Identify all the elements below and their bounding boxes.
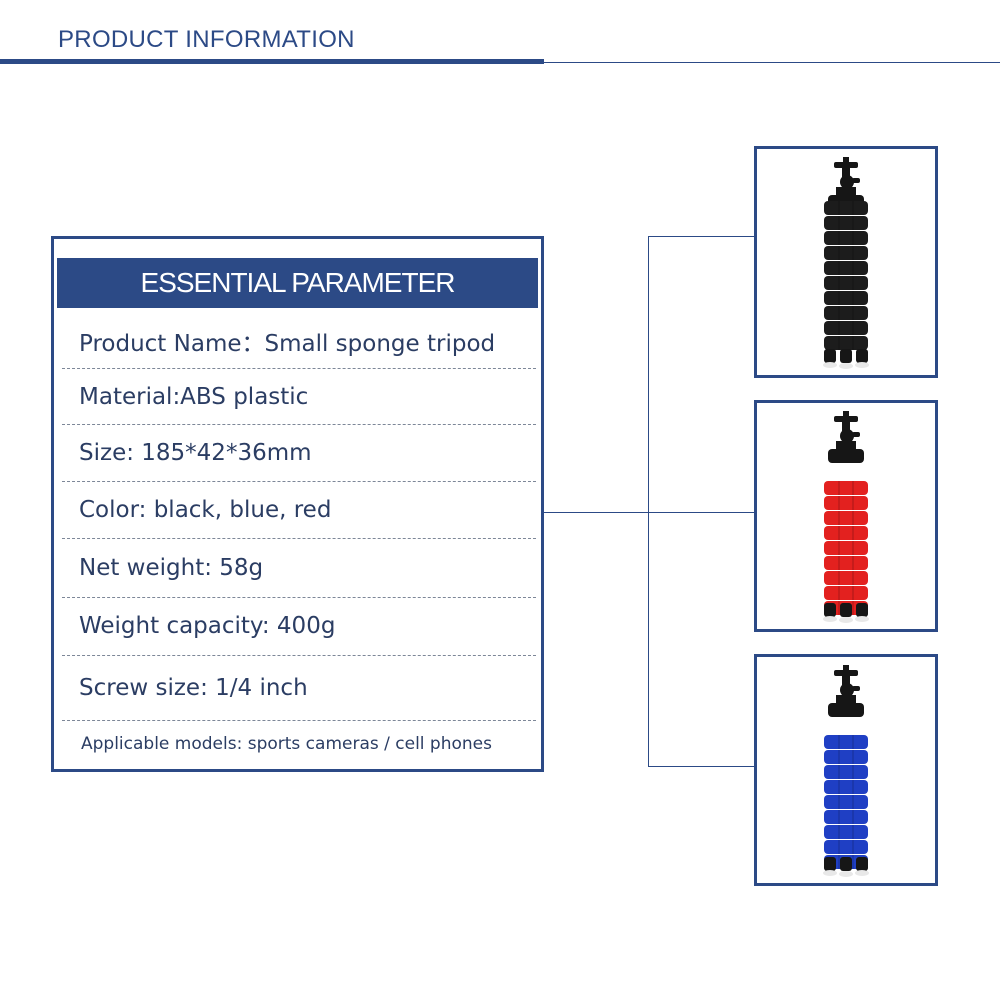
- param-net-weight: Net weight: 58g: [79, 555, 264, 581]
- param-product-name: Product Name：Small sponge tripod: [79, 331, 496, 357]
- param-material: Material:ABS plastic: [79, 383, 309, 410]
- param-applicable-models: Applicable models: sports cameras / cell…: [81, 734, 492, 754]
- red-tripod-image: [823, 411, 869, 623]
- row-divider: [62, 597, 536, 598]
- header-rule: [544, 62, 1000, 63]
- page-title: PRODUCT INFORMATION: [58, 26, 355, 53]
- connector-line-vertical: [648, 236, 649, 767]
- product-image-blue: [754, 654, 938, 886]
- param-weight-capacity: Weight capacity: 400g: [79, 613, 336, 639]
- row-divider: [62, 720, 536, 721]
- black-tripod-image: [823, 157, 869, 369]
- essential-parameter-panel: ESSENTIAL PARAMETER Product Name：Small s…: [51, 236, 544, 772]
- row-divider: [62, 481, 536, 482]
- panel-title: ESSENTIAL PARAMETER: [57, 258, 538, 308]
- param-screw-size: Screw size: 1/4 inch: [79, 675, 308, 701]
- blue-tripod-image: [823, 665, 869, 877]
- connector-line-top: [648, 236, 754, 237]
- row-divider: [62, 538, 536, 539]
- param-size: Size: 185*42*36mm: [79, 440, 312, 466]
- param-color: Color: black, blue, red: [79, 497, 332, 523]
- header-underline: [0, 59, 544, 64]
- product-image-black: [754, 146, 938, 378]
- row-divider: [62, 368, 536, 369]
- product-image-red: [754, 400, 938, 632]
- row-divider: [62, 424, 536, 425]
- connector-line-bottom: [648, 766, 754, 767]
- row-divider: [62, 655, 536, 656]
